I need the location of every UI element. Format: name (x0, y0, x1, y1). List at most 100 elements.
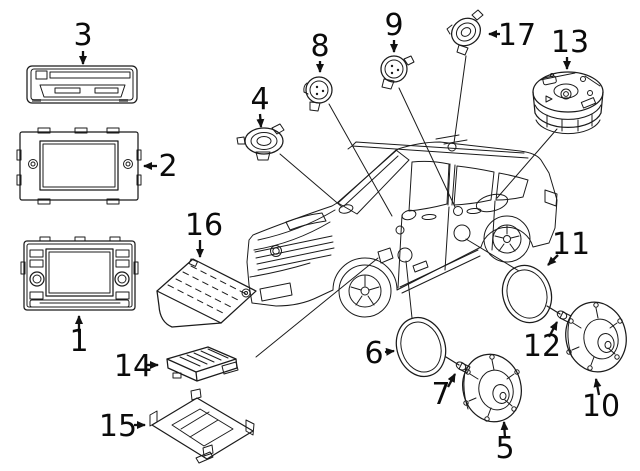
callout-12[interactable]: 12 (523, 321, 561, 364)
part-drawing-module (166, 346, 239, 382)
callout-label-4[interactable]: 4 (250, 82, 269, 117)
part-drawing-ring-6 (395, 316, 447, 378)
marker-front-door-tweeter (395, 225, 405, 235)
callout-label-6[interactable]: 6 (364, 336, 383, 371)
callout-label-17[interactable]: 17 (498, 18, 536, 53)
callout-label-11[interactable]: 11 (552, 227, 590, 262)
part-drawing-tweeter-9 (380, 55, 415, 90)
bracket-ribs (180, 411, 219, 438)
callout-label-13[interactable]: 13 (551, 25, 589, 60)
car-taillight (544, 189, 558, 207)
radio-knob-right-inner (117, 274, 127, 284)
ring11-inner (506, 269, 548, 319)
callout-label-16[interactable]: 16 (185, 208, 223, 243)
leader-line-13 (496, 128, 558, 199)
callout-label-15[interactable]: 15 (99, 409, 137, 444)
callout-arrow (547, 254, 559, 266)
radio-screen-inner (48, 251, 111, 294)
subwoofer-screw (580, 76, 586, 82)
callout-16[interactable]: 16 (185, 208, 223, 258)
callout-6[interactable]: 6 (364, 336, 395, 371)
cd-connector-right (94, 87, 119, 94)
amplifier-vent-lines (167, 265, 249, 315)
radio-button (29, 291, 44, 300)
car-door-seams (397, 200, 496, 289)
callout-2[interactable]: 2 (143, 149, 178, 184)
radio-knob-right (114, 271, 130, 287)
callout-15[interactable]: 15 (99, 409, 146, 444)
callout-arrow (384, 347, 395, 356)
module-connector (221, 361, 239, 375)
cd-foot-left (32, 99, 41, 102)
tweeter8-dot (321, 89, 325, 93)
subwoofer-body (532, 91, 604, 129)
tweeter9-dot (396, 68, 400, 72)
radio-button (29, 249, 44, 258)
callout-label-10[interactable]: 10 (582, 389, 620, 424)
car-headlight (285, 212, 327, 231)
callout-14[interactable]: 14 (114, 349, 159, 384)
tweeter17-ring (455, 22, 477, 42)
subwoofer-tab (542, 75, 557, 86)
speaker5-struts (468, 359, 515, 417)
callout-7[interactable]: 7 (431, 373, 457, 412)
callout-label-5[interactable]: 5 (495, 431, 514, 466)
bracket-opening (171, 408, 234, 447)
part-drawing-tweeter-4 (236, 123, 285, 161)
display-clip (16, 174, 22, 186)
callout-label-9[interactable]: 9 (384, 8, 403, 43)
speaker10-cone (597, 333, 615, 353)
car-brand-logo (270, 245, 282, 257)
callout-17[interactable]: 17 (488, 18, 536, 53)
leader-line-14 (255, 257, 379, 358)
tweeter9-ring (384, 59, 404, 79)
callout-1[interactable]: 1 (69, 315, 89, 359)
part-drawing-cd-unit (26, 65, 138, 104)
ring11-outer (501, 264, 553, 324)
callout-arrow (547, 321, 559, 338)
speaker10-hole (593, 302, 599, 308)
subwoofer-ring-lines (534, 104, 602, 135)
part-drawing-display-unit (16, 127, 142, 205)
callout-8[interactable]: 8 (310, 29, 330, 73)
speaker5-hole (463, 400, 469, 406)
car-windshield (337, 149, 410, 215)
callout-4[interactable]: 4 (250, 82, 270, 128)
part-drawing-bracket (149, 388, 255, 464)
callout-label-1[interactable]: 1 (69, 324, 88, 359)
tweeter4-mount-ears (236, 123, 285, 161)
part-drawing-screw-7 (445, 356, 471, 374)
display-screw-right (123, 159, 133, 169)
callout-9[interactable]: 9 (384, 8, 404, 53)
speaker10-frame (565, 301, 627, 373)
marker-rear-door-speaker (453, 224, 471, 242)
callout-5[interactable]: 5 (495, 421, 515, 466)
car-front-door-handle (421, 213, 437, 221)
callout-label-2[interactable]: 2 (158, 149, 177, 184)
subwoofer-screw (587, 90, 593, 96)
marker-front-door-speaker (397, 247, 413, 263)
marker-front-door-module (377, 247, 394, 264)
tweeter9-dot (390, 71, 394, 75)
subwoofer-port (553, 83, 579, 99)
callout-label-12[interactable]: 12 (523, 329, 561, 364)
callout-arrow (500, 421, 509, 439)
leader-line-11 (465, 238, 520, 272)
display-clip (136, 174, 142, 186)
callout-13[interactable]: 13 (551, 25, 589, 70)
callout-3[interactable]: 3 (73, 18, 93, 65)
callout-label-7[interactable]: 7 (431, 377, 450, 412)
cd-foot-right (119, 99, 128, 102)
callout-10[interactable]: 10 (582, 378, 620, 424)
callout-label-3[interactable]: 3 (73, 18, 92, 53)
amplifier-screw (244, 291, 248, 295)
display-screw-left-inner (30, 161, 36, 167)
callout-11[interactable]: 11 (547, 227, 590, 266)
display-clip (16, 149, 22, 161)
callout-label-8[interactable]: 8 (310, 29, 329, 64)
marker-dash-speaker (338, 204, 354, 214)
subwoofer-slot (580, 97, 597, 109)
marker-roof-speaker (447, 142, 457, 152)
callout-label-14[interactable]: 14 (114, 349, 152, 384)
